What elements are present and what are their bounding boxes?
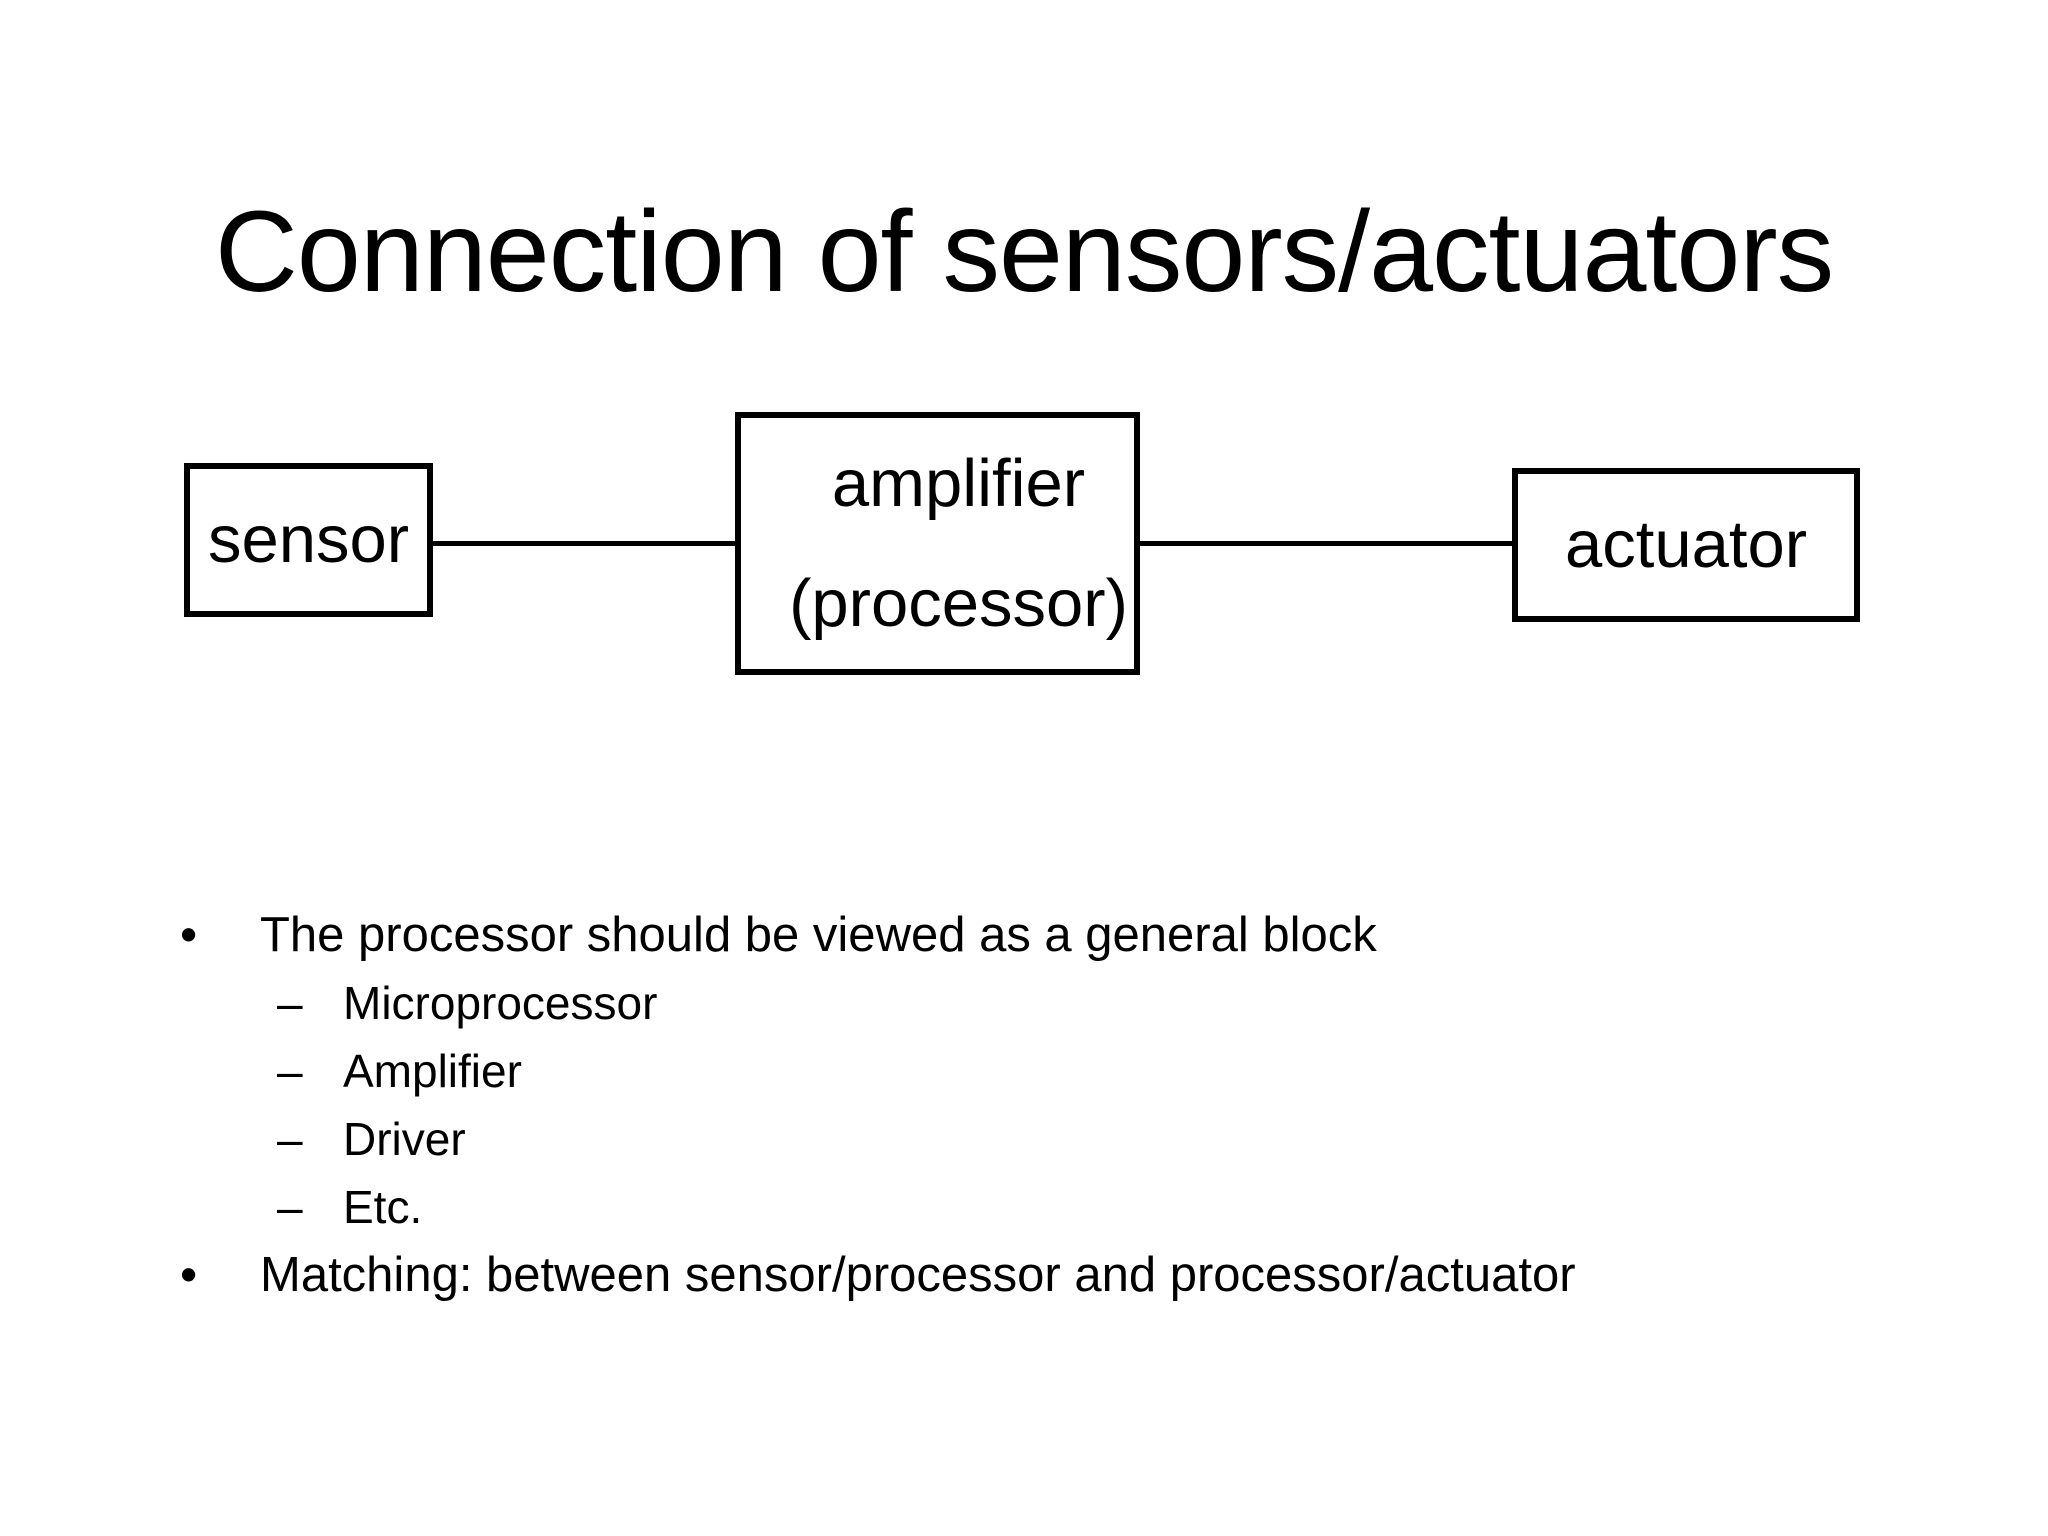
bullet-dash-icon: –	[277, 977, 303, 1029]
sensor-box-label: sensor	[207, 502, 410, 578]
actuator-box-label: actuator	[1564, 507, 1808, 583]
bullet-list: • The processor should be viewed as a gen…	[0, 901, 1950, 1309]
bullet-text: Amplifier	[343, 1045, 522, 1097]
connector-amplifier-to-actuator	[1138, 541, 1515, 546]
bullet-dash-icon: –	[277, 1113, 303, 1165]
bullet-text: Driver	[343, 1113, 466, 1165]
sensor-box: sensor	[184, 463, 433, 617]
bullet-text: Matching: between sensor/processor and p…	[260, 1248, 1576, 1302]
connector-sensor-to-amplifier	[430, 541, 738, 546]
bullet-dot-icon: •	[180, 1248, 198, 1302]
list-item: –Microprocessor	[0, 969, 1950, 1037]
list-item: –Driver	[0, 1105, 1950, 1173]
bullet-dash-icon: –	[277, 1181, 303, 1233]
actuator-box: actuator	[1512, 468, 1860, 622]
amplifier-box-label-line2: (processor)	[789, 565, 1128, 641]
amplifier-box: amplifier (processor)	[735, 412, 1140, 675]
amplifier-box-label-line1: amplifier	[831, 445, 1086, 521]
bullet-text: The processor should be viewed as a gene…	[260, 908, 1377, 962]
slide-title: Connection of sensors/actuators	[214, 188, 1834, 316]
list-item: • The processor should be viewed as a gen…	[0, 901, 1950, 969]
bullet-dot-icon: •	[180, 908, 198, 962]
bullet-dash-icon: –	[277, 1045, 303, 1097]
bullet-text: Etc.	[343, 1181, 423, 1233]
list-item: • Matching: between sensor/processor and …	[0, 1241, 1950, 1309]
list-item: –Amplifier	[0, 1037, 1950, 1105]
bullet-text: Microprocessor	[343, 977, 658, 1029]
list-item: –Etc.	[0, 1173, 1950, 1241]
